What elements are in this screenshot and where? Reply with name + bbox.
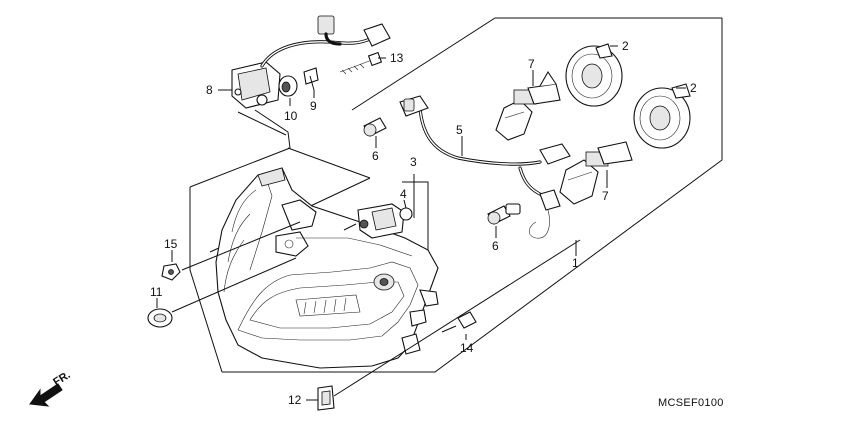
front-direction-arrow: FR.: [29, 369, 73, 407]
callout-8: 8: [206, 83, 213, 97]
callout-11: 11: [150, 285, 163, 299]
bulb-upper: [495, 70, 561, 141]
direction-label: FR.: [51, 369, 72, 389]
socket-connector: [231, 15, 391, 109]
callout-1: 1: [572, 256, 579, 270]
dust-cover-lower: [633, 83, 691, 149]
screw: [303, 67, 319, 91]
diagram-code: MCSEF0100: [658, 397, 724, 409]
callout-2b: 2: [690, 81, 697, 95]
callout-3: 3: [410, 155, 417, 169]
callout-9: 9: [310, 99, 317, 113]
callout-15: 15: [164, 237, 178, 251]
callout-13: 13: [390, 51, 404, 65]
callout-14: 14: [460, 341, 474, 355]
nut: [161, 263, 181, 281]
bolt: [339, 51, 383, 75]
mounting-bolt: [441, 311, 477, 333]
headlight-housing: [215, 167, 439, 369]
callout-7b: 7: [602, 189, 609, 203]
callout-6a: 6: [372, 149, 379, 163]
callout-10: 10: [284, 109, 298, 123]
grommet: [278, 75, 298, 97]
assembly-outline: [189, 17, 723, 373]
callout-7a: 7: [528, 57, 535, 71]
callout-4: 4: [400, 187, 407, 201]
bulb-lower: [559, 141, 633, 205]
dust-cover-upper: [565, 43, 623, 107]
wire-harness: [399, 95, 571, 239]
callout-6b: 6: [492, 239, 499, 253]
rubber-grommet: [147, 308, 173, 328]
leader-lines: [156, 45, 686, 401]
clip: [317, 385, 335, 411]
adjuster-assembly: [343, 203, 413, 239]
callout-5: 5: [456, 123, 463, 137]
position-bulb-lower: [487, 203, 521, 225]
position-bulb-upper: [363, 117, 387, 137]
callout-2a: 2: [622, 39, 629, 53]
callout-12: 12: [288, 393, 302, 407]
callouts: 1 2 2 3 4 5 6 6 7 7 8 9 10 11 12 13 14 1…: [150, 39, 697, 407]
